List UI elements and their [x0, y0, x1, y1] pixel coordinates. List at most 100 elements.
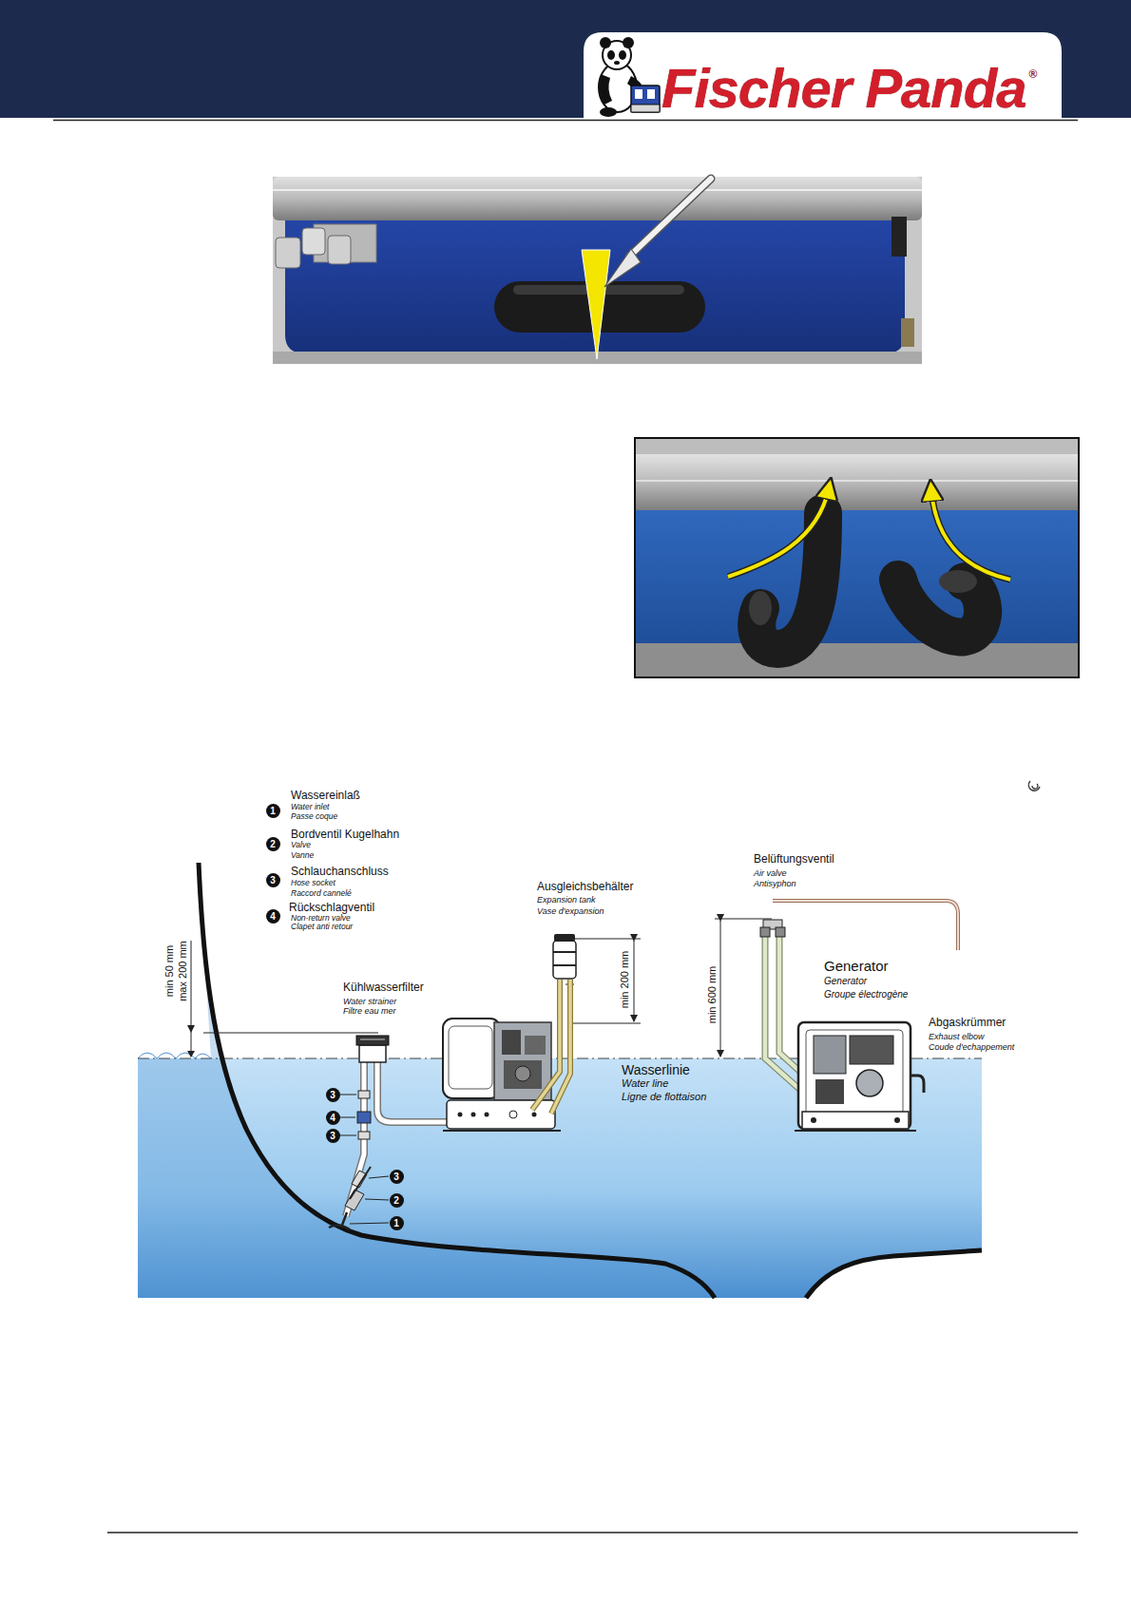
callout-number: 2	[266, 837, 281, 852]
generator-front-view	[813, 1035, 846, 1074]
translation-label: Coude d'echappement	[928, 1042, 1015, 1053]
generator-side-view	[553, 940, 576, 979]
dimension-lines	[570, 1023, 641, 1025]
generator-side-view	[494, 1022, 552, 1101]
photo-hose-cut	[629, 178, 711, 257]
dimension-label: max 200 mm	[177, 940, 189, 1002]
photo-hose-direction	[748, 591, 772, 626]
generator-side-view	[532, 979, 560, 1111]
photo-hose-direction	[633, 510, 1080, 644]
dimension-lines	[714, 919, 772, 921]
generator-front-view	[772, 900, 959, 951]
water-inlet-system	[328, 1035, 447, 1230]
generator-front-view	[760, 900, 959, 1131]
generator-front-view	[760, 927, 770, 938]
panda-logo	[631, 85, 660, 113]
callout-number: 3	[389, 1169, 404, 1185]
photo-hose-cut	[629, 178, 711, 257]
generator-front-view	[805, 1030, 903, 1118]
callout-number: 1	[266, 804, 281, 819]
callout-number-text: 3	[269, 875, 276, 886]
corner-symbol	[1028, 781, 1040, 791]
water-inlet-system	[358, 1091, 370, 1099]
translation-label: Groupe électrogène	[824, 989, 908, 1001]
water-inlet-system	[340, 1135, 357, 1137]
photo-hose-cut	[272, 176, 922, 365]
generator-front-view	[894, 1117, 901, 1124]
callout-number: 1	[389, 1216, 404, 1231]
generator-side-view	[442, 1130, 561, 1132]
translation-label: Antisyphon	[753, 879, 797, 889]
generator-side-view	[532, 1112, 537, 1118]
generator-front-view	[810, 1117, 817, 1124]
translation-label: Expansion tank	[536, 895, 596, 905]
photo-hose-cut	[272, 176, 922, 221]
callout-number-text: 1	[393, 1218, 400, 1229]
panda-logo	[631, 104, 660, 113]
dimension-lines	[720, 920, 722, 1057]
dimension-label: min 200 mm	[619, 951, 631, 1010]
part-label: Wasserlinie	[621, 1062, 691, 1078]
generator-side-view	[515, 1066, 531, 1082]
translation-label: Passe coque	[290, 812, 338, 823]
translation-label: Filtre eau mer	[343, 1006, 397, 1016]
translation-label: Water line	[621, 1077, 669, 1091]
water-inlet-system	[349, 1223, 389, 1225]
generator-front-view	[772, 900, 959, 951]
dimension-lines	[187, 1025, 195, 1034]
photo-hose-direction	[633, 479, 1080, 482]
photo-hose-direction	[728, 488, 829, 577]
photo-hose-cut	[581, 249, 611, 360]
dimension-lines	[187, 1051, 195, 1058]
dimension-lines	[191, 940, 192, 1057]
translation-label: Water inlet	[290, 803, 329, 813]
generator-side-view	[553, 951, 576, 954]
panda-logo	[599, 37, 612, 49]
translation-label: Raccord cannelé	[290, 889, 352, 900]
generator-side-view	[448, 1026, 493, 1090]
dimension-lines	[203, 1033, 379, 1035]
generator-side-view	[553, 964, 576, 967]
brand-name: Fischer Panda	[661, 60, 1026, 116]
callout-number-text: 4	[269, 911, 276, 922]
translation-label: Generator	[824, 976, 867, 988]
photo-hose-cut	[272, 189, 922, 192]
brand-logo: Fischer Panda®	[583, 32, 1062, 118]
panda-logo	[634, 89, 643, 99]
panda-logo	[647, 89, 655, 99]
generator-front-view	[798, 1022, 911, 1130]
translation-label: Vanne	[290, 851, 314, 862]
panda-logo	[613, 60, 620, 65]
generator-side-view	[554, 934, 576, 942]
part-label: Ausgleichsbehälter	[536, 881, 633, 895]
panda-logo	[598, 74, 613, 105]
callout-number-text: 1	[269, 805, 276, 817]
water-inlet-system	[358, 1131, 370, 1140]
boat-hull	[198, 862, 982, 1299]
header-bar	[0, 0, 1131, 121]
panda-logo	[618, 50, 627, 60]
translation-label: Ligne de flottaison	[621, 1091, 707, 1104]
water-body	[137, 1053, 211, 1059]
water-inlet-system	[360, 1039, 385, 1041]
photo-hose-direction	[728, 488, 829, 577]
dimension-lines	[568, 939, 641, 940]
generator-front-view	[775, 927, 786, 938]
generator-side-view	[503, 1060, 542, 1090]
photo-hose-direction	[633, 643, 1080, 679]
callout-number-text: 3	[329, 1131, 336, 1142]
callout-number: 2	[389, 1193, 404, 1208]
part-label: Schlauchanschluss	[290, 865, 389, 880]
photo-hose-direction	[931, 490, 1011, 580]
boat-hull	[198, 862, 715, 1299]
generator-side-view	[484, 1112, 490, 1118]
translation-label: Water strainer	[343, 996, 397, 1007]
translation-label: Air valve	[753, 868, 787, 879]
callout-number: 3	[325, 1129, 341, 1144]
panda-logo	[622, 37, 634, 49]
photo-hose-cut	[302, 228, 326, 255]
generator-front-view	[910, 1075, 924, 1093]
callout-number: 4	[266, 909, 281, 924]
water-body	[137, 862, 982, 1299]
